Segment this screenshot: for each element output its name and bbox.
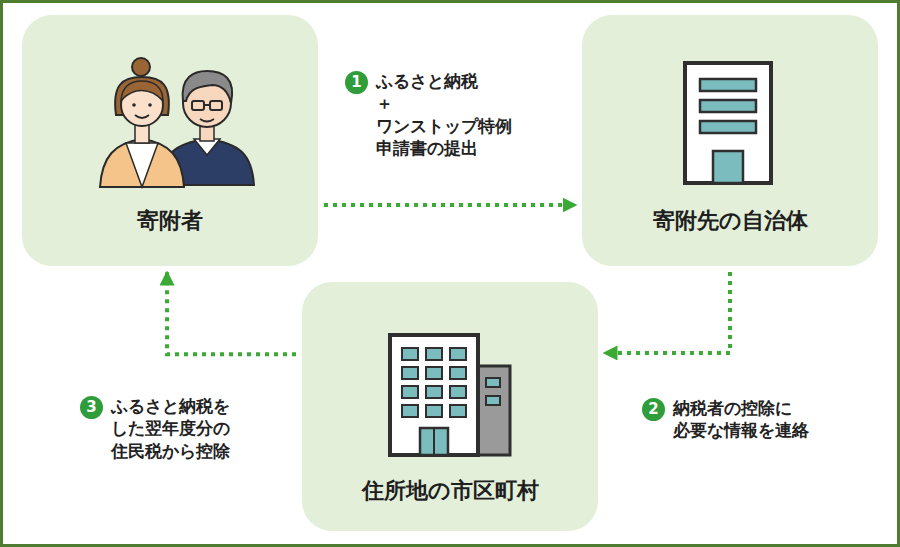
illustration-part	[426, 367, 442, 379]
step-description: ふるさと納税 ＋ ワンストップ特例 申請書の提出	[376, 70, 487, 160]
callout-number: 1	[345, 71, 368, 94]
illustration-part	[700, 79, 756, 91]
illustration-part	[685, 63, 771, 183]
illustration-part	[700, 100, 756, 112]
callout-number: 3	[80, 396, 103, 419]
illustration-part	[121, 81, 163, 101]
dotted-arrow	[167, 272, 296, 354]
illustration-part	[426, 348, 442, 360]
illustration-part	[402, 367, 418, 379]
illustration-part	[132, 103, 136, 107]
dotted-arrow	[324, 203, 576, 207]
illustration-part	[135, 115, 149, 118]
illustration-part	[486, 396, 500, 405]
illustration-part	[135, 125, 149, 143]
illustration-part	[192, 101, 204, 110]
illustration-part	[426, 386, 442, 398]
illustration-part	[713, 151, 743, 183]
illustration-part	[210, 101, 222, 110]
illustration-part	[183, 71, 233, 103]
illustration-part	[402, 348, 418, 360]
callout-number: 2	[642, 398, 665, 421]
illustration-part	[200, 119, 214, 122]
illustration-part	[100, 139, 184, 187]
illustration-part	[126, 143, 158, 187]
illustration-part	[426, 405, 442, 417]
dotted-arrow	[604, 272, 730, 353]
people-illustration	[22, 15, 318, 195]
illustration-part	[450, 367, 466, 379]
node-title: 住所地の市区町村	[362, 477, 539, 505]
step-description: 納税者の控除に 必要な情報を連絡	[673, 397, 802, 442]
city-hall-icon	[302, 282, 598, 462]
illustration-part	[204, 104, 210, 106]
illustration-part	[132, 58, 150, 76]
illustration-part	[402, 405, 418, 417]
illustration-part	[402, 348, 466, 417]
entity-box: 寄附先の自治体	[582, 15, 878, 266]
illustration-part	[486, 378, 500, 387]
illustration-part	[478, 366, 510, 455]
illustration-part	[433, 428, 435, 455]
illustration-part	[700, 121, 756, 133]
illustration-part	[450, 405, 466, 417]
entity-box: 寄附者	[22, 15, 318, 266]
node-title: 寄附者	[137, 207, 203, 235]
node-title: 寄附先の自治体	[653, 207, 808, 235]
illustration-part	[402, 386, 418, 398]
office-building-icon	[582, 15, 878, 195]
illustration-part	[390, 335, 478, 455]
illustration-part	[450, 386, 466, 398]
illustration-part	[420, 428, 448, 455]
illustration-part	[450, 348, 466, 360]
step-description: ふるさと納税を した翌年度分の 住民税から控除	[111, 395, 240, 462]
illustration-part	[148, 103, 152, 107]
entity-box: 住所地の市区町村	[302, 282, 598, 531]
